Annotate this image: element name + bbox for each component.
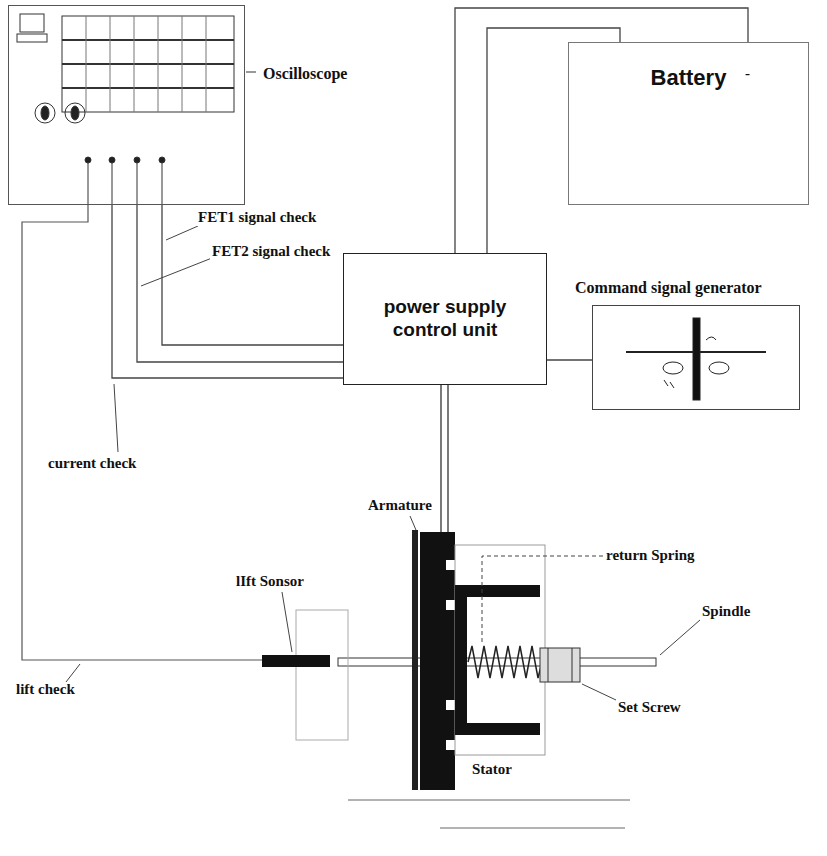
joystick-symbol (706, 337, 716, 340)
actuator-drawing (572, 648, 573, 682)
signal-label: lift check (16, 680, 75, 698)
oscilloscope-drawing (62, 16, 234, 112)
actuator-drawing (446, 700, 455, 710)
oscilloscope-drawing (112, 163, 113, 205)
node-label: Oscilloscope (263, 64, 347, 83)
leader-lines (660, 620, 700, 655)
actuator-drawing (338, 658, 656, 666)
actuator-drawing (455, 723, 540, 735)
oscilloscope-drawing (246, 72, 256, 73)
oscilloscope-drawing (88, 163, 89, 205)
wire-connector (162, 205, 343, 345)
oscilloscope-drawing (109, 157, 115, 163)
actuator-drawing (446, 560, 455, 570)
wire-connector (455, 8, 748, 253)
oscilloscope-drawing (85, 157, 91, 163)
part-label: Set Screw (618, 698, 681, 716)
leader-lines (582, 684, 616, 700)
actuator-drawing (440, 828, 625, 829)
actuator-drawing (262, 655, 330, 667)
actuator-drawing (455, 585, 467, 735)
leader-lines (282, 592, 292, 652)
leader-lines (166, 226, 198, 240)
part-label: lIft Sonsor (236, 572, 304, 590)
wire-connector (547, 359, 592, 360)
oscilloscope-drawing (17, 14, 256, 205)
oscilloscope-drawing (41, 106, 49, 120)
leader-lines (114, 384, 118, 452)
actuator-drawing (446, 600, 455, 610)
signal-label: FET2 signal check (210, 242, 332, 260)
leader-lines (410, 516, 416, 530)
oscilloscope-drawing (71, 106, 79, 120)
oscilloscope-drawing (110, 16, 111, 112)
oscilloscope-drawing (62, 39, 234, 41)
stator-wires (447, 385, 448, 532)
oscilloscope-drawing (35, 103, 55, 123)
leader-lines (66, 664, 80, 682)
joystick-symbol (664, 380, 674, 388)
signal-label: FET1 signal check (196, 208, 318, 226)
oscilloscope-drawing (86, 16, 87, 112)
joystick-symbol (709, 362, 729, 374)
part-label: return Spring (606, 546, 694, 564)
joystick-symbol (693, 318, 700, 400)
actuator-drawing (548, 648, 549, 682)
oscilloscope-drawing (134, 157, 140, 163)
oscilloscope-drawing (162, 163, 163, 205)
stator-wires (441, 385, 448, 532)
actuator-drawing (296, 610, 348, 740)
oscilloscope-drawing (159, 157, 165, 163)
lift-check-wire (22, 205, 262, 660)
oscilloscope-drawing (206, 16, 207, 112)
battery-box: Battery (568, 42, 809, 205)
wire-connector (137, 205, 343, 362)
control-unit-box: power supply control unit (343, 253, 547, 385)
lift-check-wire (22, 205, 262, 660)
wire-connector (487, 28, 620, 253)
oscilloscope-drawing (137, 163, 138, 205)
part-label: Stator (472, 760, 512, 778)
wire-connector (112, 205, 343, 378)
oscilloscope-drawing (182, 16, 183, 112)
joystick-symbol (663, 362, 683, 374)
actuator-drawing (446, 740, 455, 750)
signal-label: current check (46, 454, 138, 472)
leader-lines (66, 226, 700, 700)
actuator-drawing (348, 800, 630, 801)
oscilloscope-drawing (62, 87, 234, 89)
actuator-drawing (412, 530, 418, 790)
signal-generator-box: Command signal generator (592, 305, 800, 410)
part-label: Armature (368, 496, 432, 514)
oscilloscope-drawing (158, 16, 159, 112)
actuator-drawing (262, 530, 656, 828)
oscilloscope-drawing (65, 103, 85, 123)
oscilloscope-drawing (20, 14, 44, 32)
actuator-drawing (420, 532, 455, 790)
oscilloscope-drawing (62, 63, 234, 65)
leader-lines (482, 556, 603, 644)
actuator-drawing (455, 545, 545, 755)
actuator-drawing (468, 646, 542, 678)
terminal-sign: - (745, 64, 750, 82)
leader-lines (141, 258, 212, 286)
oscilloscope-drawing (17, 34, 47, 42)
part-label: Spindle (702, 602, 750, 620)
node-label: Battery (569, 65, 808, 91)
node-label: power supply control unit (356, 296, 534, 342)
oscilloscope-drawing (134, 16, 135, 112)
stator-wires (440, 385, 441, 532)
actuator-drawing (540, 648, 580, 682)
oscilloscope-box: Oscilloscope (8, 5, 245, 205)
node-label: Command signal generator (575, 278, 762, 297)
actuator-drawing (455, 585, 540, 597)
joystick-symbol (626, 318, 766, 400)
